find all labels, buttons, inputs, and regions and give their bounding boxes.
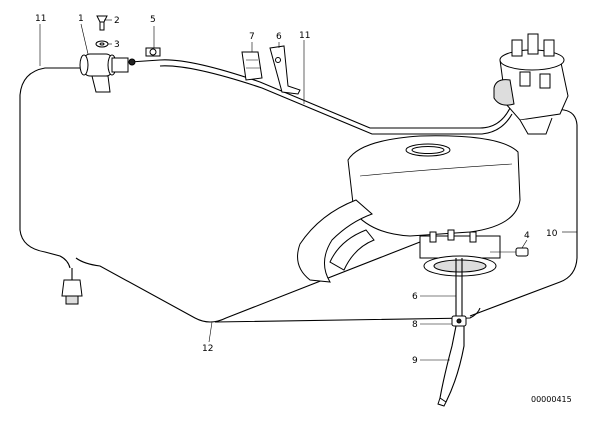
check-valve-assembly [79,53,136,93]
hose-connector-left [61,268,83,305]
diagram-reference-number: 00000415 [531,395,572,404]
mounting-bracket-6 [269,45,301,95]
callout-2: 2 [114,16,120,26]
callout-4: 4 [524,231,530,241]
callout-6-top: 6 [276,32,282,42]
callout-10: 10 [546,229,558,239]
callout-3: 3 [114,40,120,50]
screw-and-washer [95,15,109,48]
callout-7: 7 [249,32,255,42]
lower-hose-assembly [437,258,467,407]
air-cleaner-housing [297,135,521,283]
callout-8: 8 [412,320,418,330]
hose-clip [145,47,161,57]
callout-labels: 1 2 3 5 7 6 11 11 4 10 6 8 9 12 [35,14,558,366]
callout-12: 12 [202,344,213,354]
callout-5: 5 [150,15,156,25]
vacuum-hose-lines [19,59,578,323]
callout-leaders [39,19,577,361]
callout-9: 9 [412,356,418,366]
ignition-distributor [493,33,569,135]
callout-1: 1 [78,14,84,24]
callout-11-mid: 11 [299,31,310,41]
callout-11-left: 11 [35,14,46,24]
mounting-bracket-7 [241,51,263,81]
callout-6-low: 6 [412,292,418,302]
